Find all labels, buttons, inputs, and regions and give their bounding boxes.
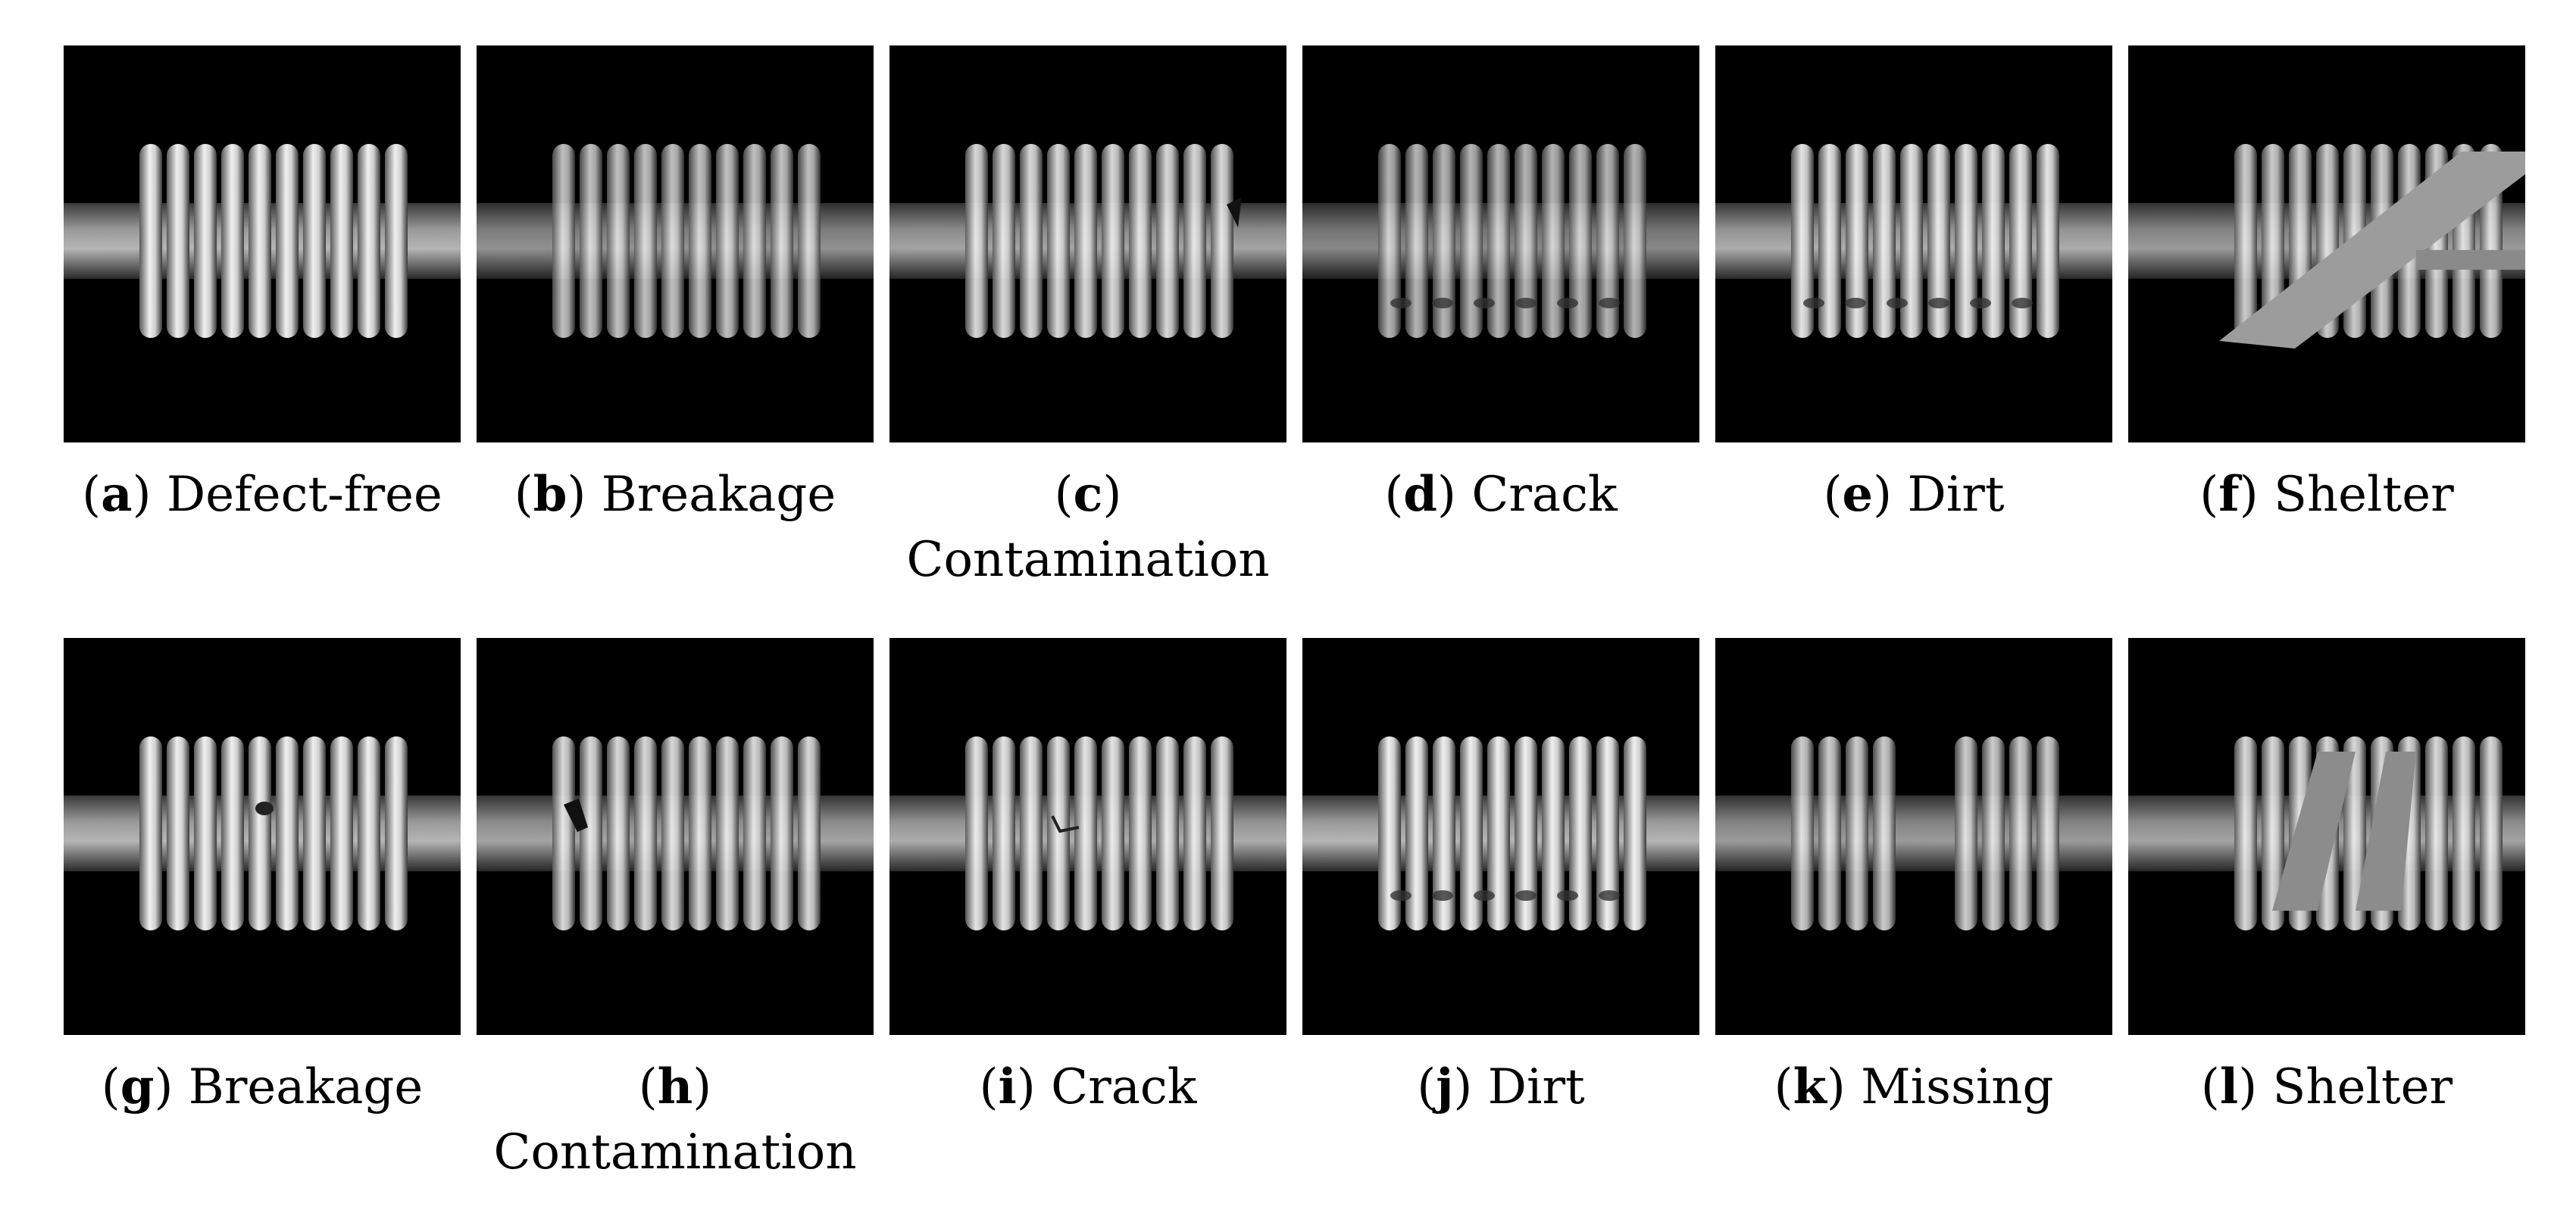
caption-letter: f	[2218, 466, 2240, 523]
caption-label: Dirt	[1487, 1059, 1585, 1115]
caption-label: Missing	[1861, 1059, 2054, 1115]
insulator-photo-e	[1715, 45, 2112, 442]
caption-label: Contamination	[906, 532, 1270, 588]
caption-label: Shelter	[2274, 467, 2454, 523]
caption-letter: j	[1436, 1058, 1454, 1115]
caption-i: (i) Crack	[979, 1058, 1197, 1115]
caption-letter: g	[120, 1058, 155, 1115]
insulator-photo-a	[64, 45, 461, 442]
caption-label: Crack	[1051, 1059, 1197, 1115]
caption-b: (b) Breakage	[514, 466, 836, 523]
caption-letter: h	[657, 1058, 693, 1115]
insulator-photo-b	[477, 45, 874, 442]
caption-letter: k	[1793, 1058, 1827, 1115]
insulator-photo-d	[1302, 45, 1699, 442]
caption-letter: b	[533, 466, 567, 523]
caption-a: (a) Defect-free	[82, 466, 442, 523]
caption-label: Breakage	[601, 467, 836, 523]
caption-h: (h)Contamination	[493, 1058, 857, 1180]
caption-label: Crack	[1471, 467, 1618, 523]
caption-c: (c)Contamination	[906, 466, 1270, 588]
caption-g: (g) Breakage	[101, 1058, 424, 1115]
caption-letter: d	[1403, 466, 1438, 523]
caption-label: Shelter	[2272, 1059, 2453, 1115]
insulator-photo-j	[1302, 638, 1699, 1035]
caption-l: (l) Shelter	[2200, 1058, 2453, 1115]
caption-letter: l	[2219, 1058, 2239, 1115]
caption-d: (d) Crack	[1384, 466, 1618, 523]
caption-label: Contamination	[493, 1124, 857, 1180]
insulator-photo-h	[477, 638, 874, 1035]
caption-label: Breakage	[188, 1059, 424, 1115]
caption-letter: i	[998, 1058, 1017, 1115]
caption-k: (k) Missing	[1774, 1058, 2054, 1115]
caption-label: Dirt	[1907, 467, 2005, 523]
caption-j: (j) Dirt	[1417, 1058, 1585, 1115]
caption-letter: e	[1842, 466, 1874, 523]
insulator-photo-k	[1715, 638, 2112, 1035]
insulator-photo-g	[64, 638, 461, 1035]
caption-e: (e) Dirt	[1823, 466, 2005, 523]
caption-f: (f) Shelter	[2199, 466, 2454, 523]
caption-label: Defect-free	[166, 467, 442, 523]
insulator-photo-c	[889, 45, 1286, 442]
insulator-photo-l	[2128, 638, 2525, 1035]
caption-letter: c	[1073, 466, 1103, 523]
insulator-photo-i	[889, 638, 1286, 1035]
caption-letter: a	[101, 466, 133, 523]
insulator-photo-f	[2128, 45, 2525, 442]
